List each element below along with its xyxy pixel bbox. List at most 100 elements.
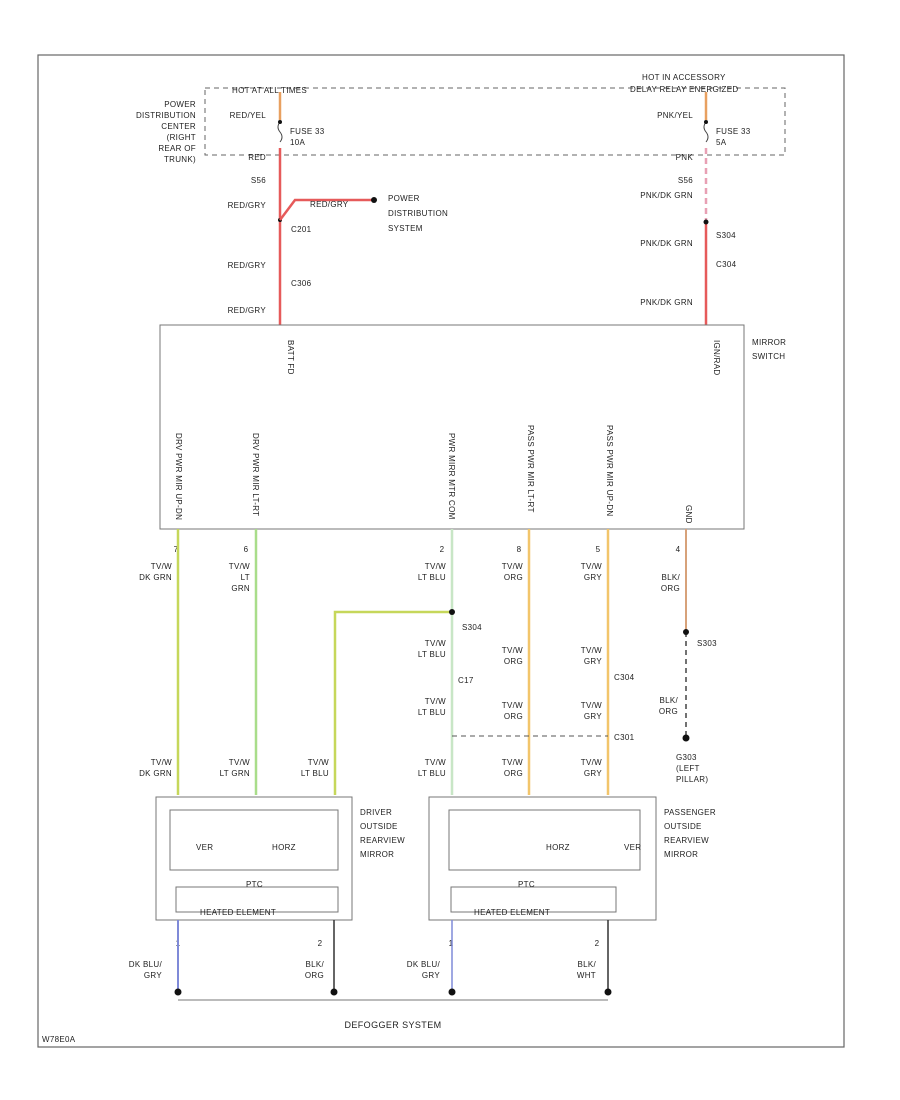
c301-label: C301 <box>614 733 635 742</box>
g303-dot <box>682 734 690 742</box>
switch-pin-label-3: PWR MIRR MTR COM <box>447 433 456 520</box>
hot-at-all-times-label: HOT AT ALL TIMES <box>232 86 307 95</box>
defog-dot-3 <box>448 988 456 996</box>
switch-pin-label-4: PASS PWR MIR LT-RT <box>526 425 535 513</box>
driver-wright-b: ORG <box>305 971 324 980</box>
passenger-name-4: MIRROR <box>664 850 698 859</box>
driver-pin-2: 2 <box>318 939 323 948</box>
driver-ver-label: VER <box>196 843 213 852</box>
w3-label-b: LT BLU <box>418 573 446 582</box>
driver-name-4: MIRROR <box>360 850 394 859</box>
pds-label-3: SYSTEM <box>388 224 423 233</box>
passenger-wleft-a: DK BLU/ <box>407 960 441 969</box>
passenger-horz-label: HORZ <box>546 843 570 852</box>
mid-org-b: ORG <box>504 657 523 666</box>
w5-label-b: GRY <box>584 573 602 582</box>
driver-name-1: DRIVER <box>360 808 392 817</box>
driver-wright-a: BLK/ <box>305 960 324 969</box>
mirror-switch-name-1: MIRROR <box>752 338 786 347</box>
pdc-label-line-6: TRUNK) <box>164 155 196 164</box>
driver-name-3: REARVIEW <box>360 836 405 845</box>
passenger-ptc-label: PTC <box>518 880 535 889</box>
right-c304-label: C304 <box>716 260 737 269</box>
switch-pin-num-2: 6 <box>244 545 249 554</box>
right-pnk-dk-grn-1: PNK/DK GRN <box>640 191 693 200</box>
s303-dot <box>683 629 689 635</box>
passenger-name-3: REARVIEW <box>664 836 709 845</box>
p1-label-a: TV/W <box>425 758 446 767</box>
passenger-pin-1: 1 <box>449 939 454 948</box>
switch-pin-num-4: 8 <box>517 545 522 554</box>
passenger-heater-box <box>450 886 617 913</box>
w1-label-a: TV/W <box>151 562 172 571</box>
branch-wire-label: RED/GRY <box>310 200 349 209</box>
p3-label-b: GRY <box>584 769 602 778</box>
driver-horz-label: HORZ <box>272 843 296 852</box>
w2-label-c: GRN <box>231 584 250 593</box>
right-s56-label: S56 <box>678 176 693 185</box>
driver-mirror-box <box>155 796 353 921</box>
mid-gry-d: GRY <box>584 712 602 721</box>
left-red-gry-3: RED/GRY <box>228 306 267 315</box>
w5-label-a: TV/W <box>581 562 602 571</box>
passenger-mirror-box <box>428 796 657 921</box>
c17-label: C17 <box>458 676 474 685</box>
switch-pin-label-5: PASS PWR MIR UP-DN <box>605 425 614 516</box>
passenger-heater-label: HEATED ELEMENT <box>474 908 550 917</box>
d3-label-b: LT BLU <box>301 769 329 778</box>
defogger-label: DEFOGGER SYSTEM <box>344 1020 441 1030</box>
mid-ltblu-c: TV/W <box>425 697 446 706</box>
driver-wleft-a: DK BLU/ <box>129 960 163 969</box>
driver-heater-label: HEATED ELEMENT <box>200 908 276 917</box>
d3-label-a: TV/W <box>308 758 329 767</box>
right-fuse-symbol <box>703 121 709 143</box>
hot-accessory-label-1: HOT IN ACCESSORY <box>642 73 726 82</box>
switch-batt-label: BATT FD <box>286 340 295 375</box>
right-splice-dot <box>703 219 709 225</box>
switch-pin-num-3: 2 <box>440 545 445 554</box>
s304-dot <box>449 609 455 615</box>
passenger-ver-label: VER <box>624 843 641 852</box>
mid-org-c: TV/W <box>502 701 523 710</box>
g303-label-3: PILLAR) <box>676 775 708 784</box>
d2-label-b: LT GRN <box>220 769 250 778</box>
left-fuse-label-2: 10A <box>290 138 305 147</box>
right-pnk-dk-grn-3: PNK/DK GRN <box>640 298 693 307</box>
driver-name-2: OUTSIDE <box>360 822 398 831</box>
w4-label-a: TV/W <box>502 562 523 571</box>
right-fuse-dot <box>704 120 708 124</box>
s303-label: S303 <box>697 639 717 648</box>
wire-lt-blu-branch <box>333 610 452 795</box>
pdc-label-line-5: REAR OF <box>158 144 196 153</box>
g303-label-1: G303 <box>676 753 697 762</box>
left-red-gry-1: RED/GRY <box>228 201 267 210</box>
pdc-label-line-4: (RIGHT <box>167 133 196 142</box>
mid-gry-a: TV/W <box>581 646 602 655</box>
switch-pin-label-6: GND <box>684 505 693 524</box>
driver-heater-box <box>175 886 339 913</box>
switch-pin-label-1: DRV PWR MIR UP-DN <box>174 433 183 520</box>
hot-accessory-label-2: DELAY RELAY ENERGIZED <box>630 85 738 94</box>
left-fuse-label-1: FUSE 33 <box>290 127 325 136</box>
defog-dot-4 <box>604 988 612 996</box>
d1-label-a: TV/W <box>151 758 172 767</box>
switch-pin-num-6: 4 <box>676 545 681 554</box>
w6-label-a: BLK/ <box>661 573 680 582</box>
passenger-name-1: PASSENGER <box>664 808 716 817</box>
driver-wleft-b: GRY <box>144 971 162 980</box>
d2-label-a: TV/W <box>229 758 250 767</box>
right-pnk-yel-label: PNK/YEL <box>657 111 693 120</box>
passenger-mirror-label: PASSENGER OUTSIDE REARVIEW MIRROR <box>664 808 716 859</box>
right-fuse-label-2: 5A <box>716 138 727 147</box>
left-fuse-symbol <box>277 121 283 143</box>
mid-ltblu-b: LT BLU <box>418 650 446 659</box>
switch-pin-label-2: DRV PWR MIR LT-RT <box>251 433 260 516</box>
switch-pin-num-1: 7 <box>174 545 179 554</box>
pds-dot <box>371 197 377 203</box>
blk-org-b: ORG <box>659 707 678 716</box>
pdc-label-line-3: CENTER <box>161 122 196 131</box>
d1-label-b: DK GRN <box>139 769 172 778</box>
passenger-pin-2: 2 <box>595 939 600 948</box>
pdc-label: POWER DISTRIBUTION CENTER (RIGHT REAR OF… <box>136 100 196 164</box>
